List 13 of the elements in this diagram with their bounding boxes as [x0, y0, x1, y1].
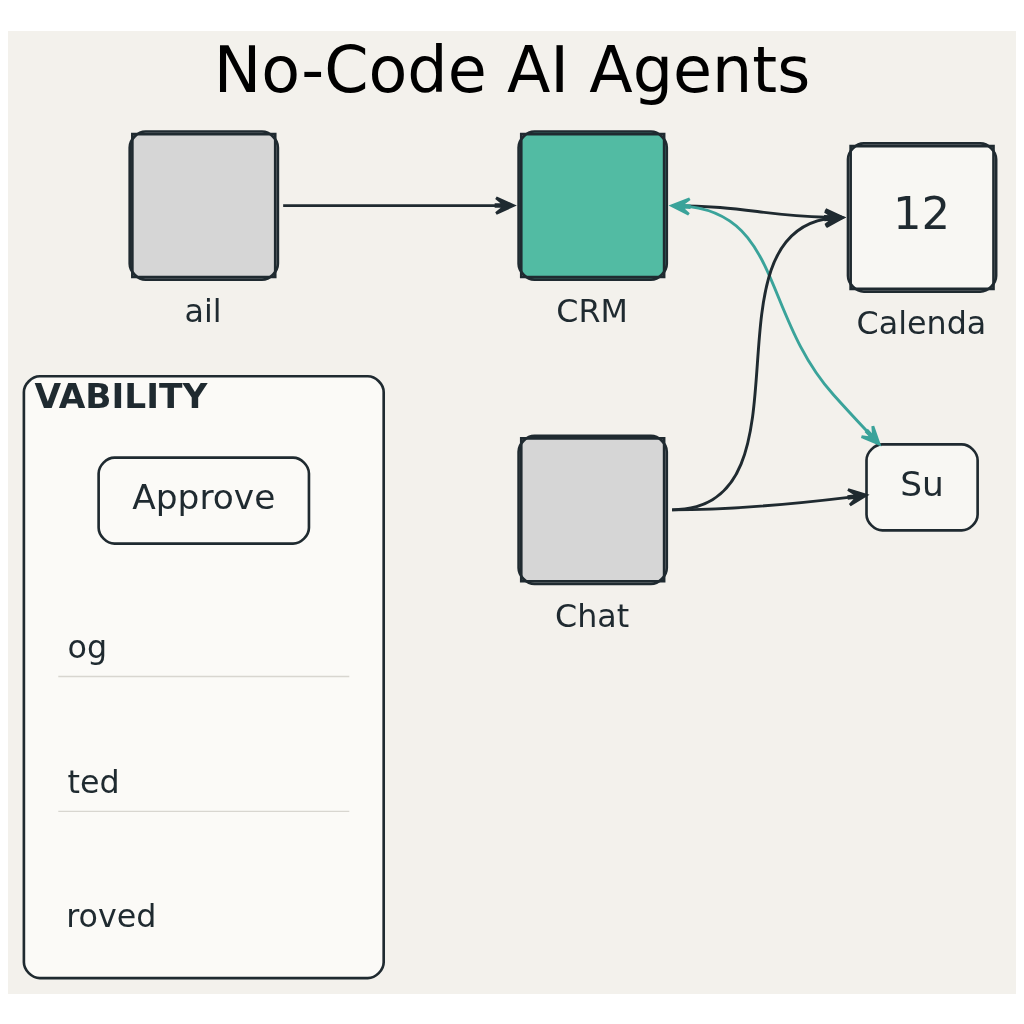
- node-label: Calenda: [856, 304, 987, 341]
- label: og: [67, 628, 108, 665]
- node-box: Su: [865, 442, 979, 532]
- label: roved: [66, 897, 157, 934]
- node-label: CRM: [556, 292, 628, 329]
- arrow: [672, 487, 868, 511]
- node-box: Approve: [97, 455, 311, 545]
- arrow: [670, 196, 881, 445]
- node-label: ail: [184, 292, 222, 329]
- node-label: Chat: [554, 597, 630, 634]
- arrow: [283, 195, 515, 215]
- diagram-title: No-Code AI Agents: [213, 32, 811, 107]
- label: ted: [67, 763, 120, 800]
